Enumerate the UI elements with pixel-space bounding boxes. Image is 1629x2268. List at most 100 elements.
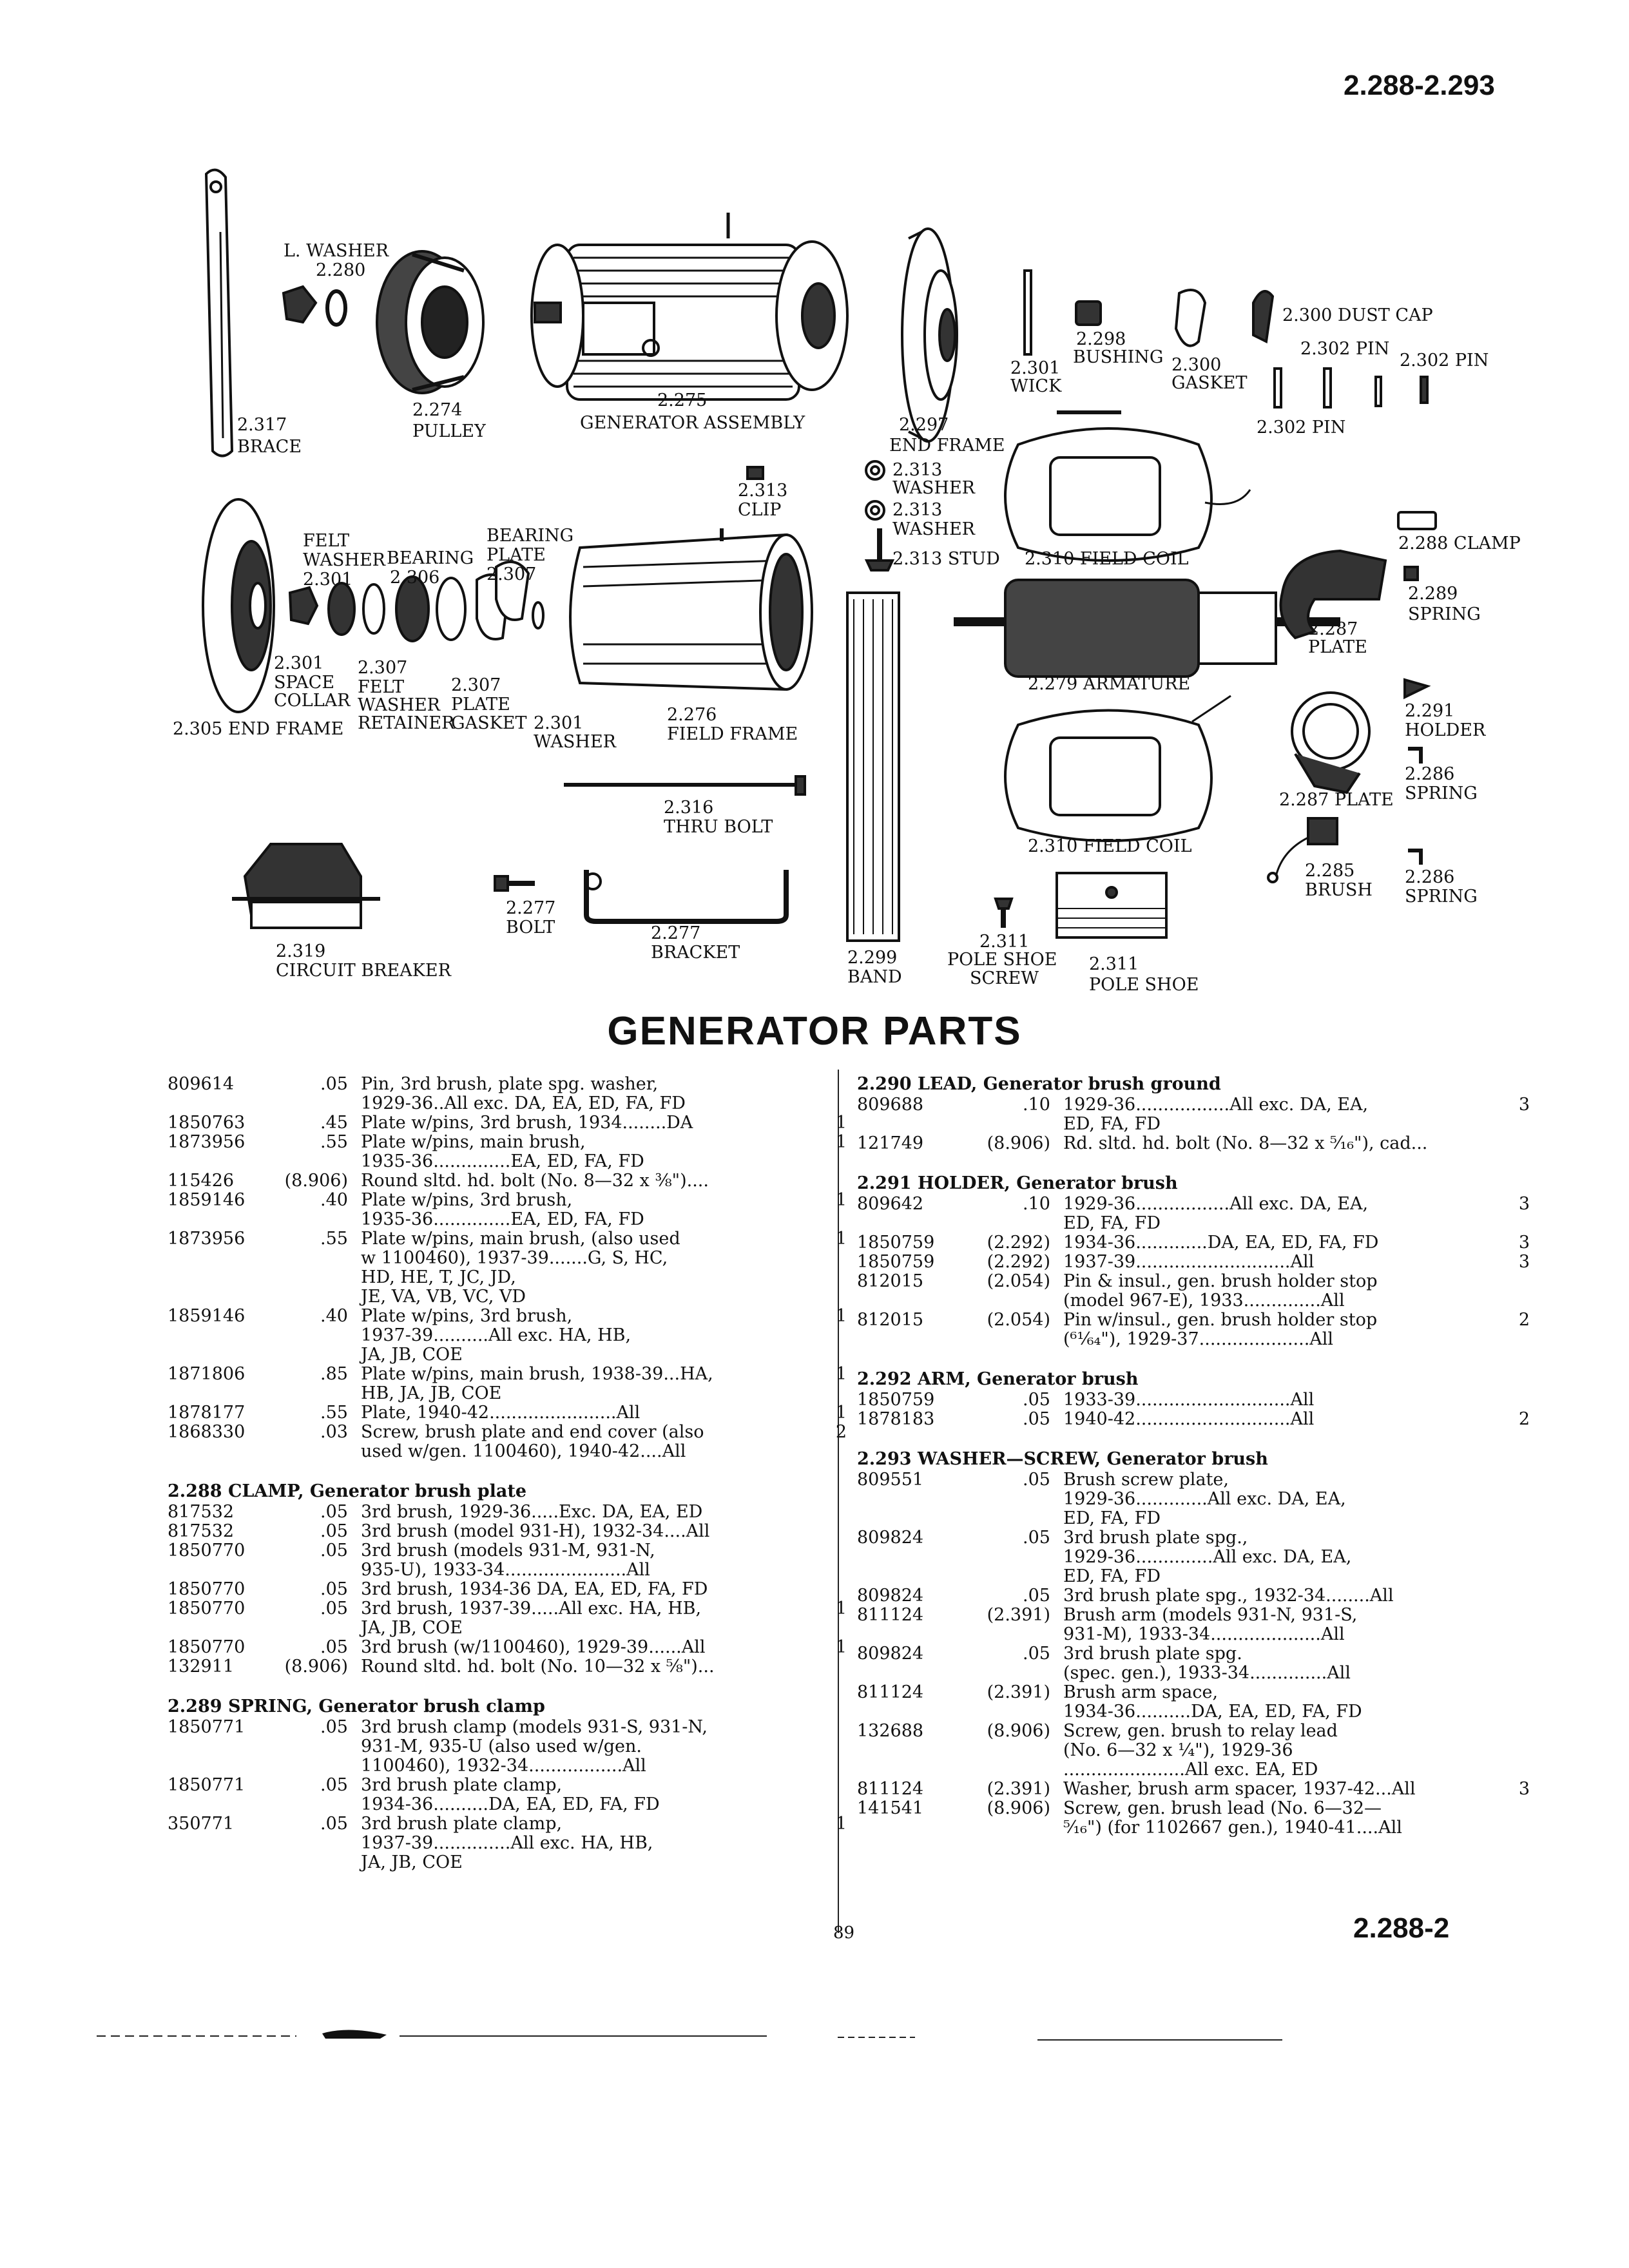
part-number: 817532: [168, 1521, 235, 1541]
part-number: 115426: [168, 1171, 235, 1191]
price: .55: [320, 1403, 348, 1423]
part-number: 1873956: [168, 1132, 246, 1152]
part-number: 1850770: [168, 1637, 246, 1657]
description: 3rd brush (model 931-H), 1932-34....All: [361, 1521, 710, 1541]
label-retainer-num: 2.307: [358, 658, 407, 678]
spring-286-a-illustration: [1408, 747, 1423, 764]
description: 1940-42............................All: [1063, 1409, 1315, 1429]
parts-row: 1850759(2.292)1937-39...................…: [857, 1253, 1547, 1272]
part-number: 1850763: [168, 1113, 246, 1133]
description: Brush screw plate, 1929-36.............A…: [1063, 1470, 1346, 1528]
label-field-coil-bottom: 2.310 FIELD COIL: [1028, 836, 1192, 856]
label-washer-313a: WASHER: [892, 478, 976, 498]
label-washer-313b-num: 2.313: [892, 500, 942, 520]
bolt-277-illustration: [494, 872, 602, 892]
description: Pin, 3rd brush, plate spg. washer, 1929-…: [361, 1074, 686, 1113]
price: (2.054): [987, 1310, 1050, 1330]
description: Brush arm (models 931-N, 931-S, 931-M), …: [1063, 1605, 1358, 1644]
label-end-frame-297: END FRAME: [889, 436, 1005, 456]
part-number: 1850771: [168, 1775, 246, 1795]
price: .05: [320, 1637, 348, 1657]
price: .85: [320, 1364, 348, 1384]
label-circuit-breaker: CIRCUIT BREAKER: [276, 961, 452, 981]
pole-shoe-screw-illustration: [994, 898, 1014, 928]
label-washer-301-num: 2.301: [534, 713, 583, 733]
label-spring-286a-num: 2.286: [1405, 764, 1454, 784]
quantity: 1: [835, 1599, 847, 1619]
label-spring-289: SPRING: [1408, 604, 1481, 624]
part-number: 1859146: [168, 1190, 246, 1210]
label-retainer-washer: WASHER: [358, 695, 441, 715]
label-washer-301: WASHER: [534, 732, 617, 752]
label-bolt: BOLT: [506, 918, 555, 937]
description: 3rd brush plate spg., 1929-36...........…: [1063, 1528, 1352, 1586]
description: Plate w/pins, 3rd brush, 1937-39........…: [361, 1306, 631, 1365]
label-dust-cap: 2.300 DUST CAP: [1282, 305, 1433, 325]
price: (2.391): [987, 1605, 1050, 1625]
parts-row: 121749(8.906)Rd. sltd. hd. bolt (No. 8—3…: [857, 1134, 1547, 1153]
band-illustration: [846, 591, 900, 942]
quantity: 1: [835, 1403, 847, 1423]
label-wick-num: 2.301: [1010, 358, 1060, 378]
page-title: GENERATOR PARTS: [607, 1009, 1022, 1053]
label-pole-shoe-screw-b: SCREW: [970, 968, 1039, 988]
parts-row: 811124(2.391)Washer, brush arm spacer, 1…: [857, 1780, 1547, 1799]
price: .05: [320, 1541, 348, 1561]
part-number: 1878183: [857, 1409, 935, 1429]
part-number: 1859146: [168, 1306, 246, 1326]
pulley-illustration: [376, 250, 485, 394]
parts-row: 1850759(2.292)1934-36.............DA, EA…: [857, 1233, 1547, 1253]
description: 3rd brush (w/1100460), 1929-39......All: [361, 1637, 706, 1657]
label-holder: HOLDER: [1405, 720, 1486, 740]
part-number: 811124: [857, 1779, 924, 1799]
label-lock-washer: L. WASHER: [284, 241, 389, 261]
description: 3rd brush clamp (models 931-S, 931-N, 93…: [361, 1717, 708, 1776]
part-number: 812015: [857, 1271, 924, 1291]
section-heading: 2.291 HOLDER, Generator brush: [857, 1173, 1178, 1193]
label-field-frame: FIELD FRAME: [667, 724, 798, 744]
bottom-rule-marks: [97, 2030, 1282, 2041]
parts-row: 141541(8.906)Screw, gen. brush lead (No.…: [857, 1799, 1547, 1838]
footer-range: 2.288-2: [1353, 1912, 1450, 1944]
label-felt-washer: WASHER: [303, 550, 386, 570]
price: (8.906): [987, 1798, 1050, 1818]
part-number: 350771: [168, 1814, 235, 1834]
pin-illustrations: [1273, 367, 1429, 408]
quantity: 2: [1518, 1409, 1530, 1429]
description: 3rd brush plate spg. (spec. gen.), 1933-…: [1063, 1644, 1351, 1683]
label-clip-num: 2.313: [738, 481, 787, 501]
label-plate-gasket-plate: PLATE: [451, 695, 510, 715]
quantity: 1: [835, 1814, 847, 1834]
quantity: 3: [1518, 1194, 1530, 1214]
description: 3rd brush, 1929-36.....Exc. DA, EA, ED: [361, 1502, 703, 1522]
parts-row: 812015(2.054)Pin & insul., gen. brush ho…: [857, 1272, 1547, 1311]
exploded-parts-diagram: L. WASHER 2.280 2.274 PULLEY 2.317 BRACE…: [173, 168, 1521, 995]
price: (8.906): [284, 1171, 348, 1191]
spring-289-illustration: [1403, 566, 1419, 581]
part-number: 132688: [857, 1721, 924, 1741]
part-number: 1850759: [857, 1233, 935, 1253]
brace-illustration: [204, 168, 234, 457]
part-number: 121749: [857, 1133, 924, 1153]
label-end-frame-305: 2.305 END FRAME: [173, 719, 343, 739]
label-bracket: BRACKET: [651, 943, 740, 963]
parts-row: 811124(2.391)Brush arm space, 1934-36...…: [857, 1683, 1547, 1722]
price: .05: [320, 1074, 348, 1094]
price: .10: [1023, 1095, 1050, 1115]
description: 1933-39............................All: [1063, 1390, 1315, 1410]
lock-washer-illustration: [282, 285, 347, 327]
label-generator-assembly: GENERATOR ASSEMBLY: [580, 413, 805, 433]
part-number: 811124: [857, 1682, 924, 1702]
parts-row: 115426(8.906)Round sltd. hd. bolt (No. 8…: [168, 1171, 838, 1191]
brush-plate-bottom-illustration: [1291, 691, 1371, 794]
